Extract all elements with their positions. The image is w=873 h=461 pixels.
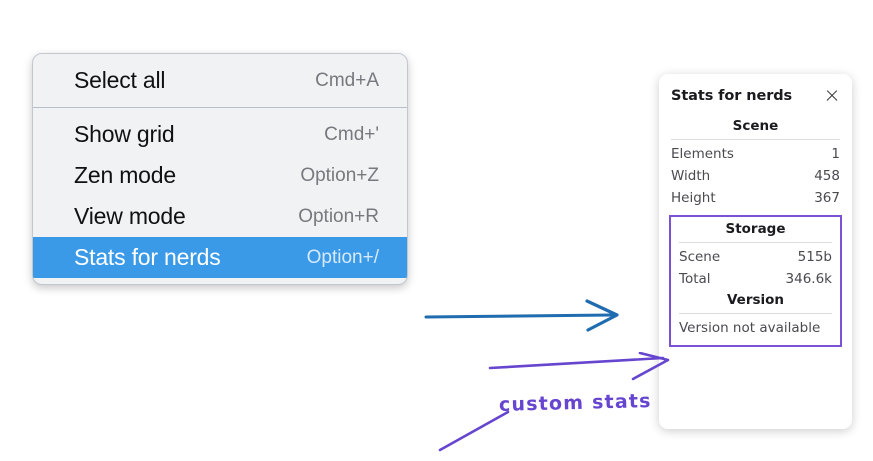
- version-heading: Version: [726, 292, 785, 308]
- stat-key: Elements: [671, 146, 734, 162]
- stat-key: Width: [671, 168, 711, 184]
- stat-value: 1: [831, 146, 840, 162]
- menu-item-view-mode[interactable]: View mode Option+R: [33, 196, 407, 237]
- menu-item-label: Select all: [74, 67, 166, 93]
- stat-row-height: Height 367: [669, 187, 842, 209]
- menu-section-2: Show grid Cmd+' Zen mode Option+Z View m…: [33, 108, 407, 284]
- handwritten-label-custom-stats: custom stats: [498, 390, 652, 416]
- stat-value: 346.6k: [785, 271, 832, 287]
- divider: [679, 313, 832, 314]
- custom-stats-outlined-group: Storage Scene 515b Total 346.6k Version …: [669, 215, 842, 347]
- menu-item-shortcut: Cmd+': [324, 123, 379, 145]
- menu-item-show-grid[interactable]: Show grid Cmd+': [33, 114, 407, 155]
- menu-item-select-all[interactable]: Select all Cmd+A: [33, 60, 407, 101]
- panel-title: Stats for nerds: [671, 88, 793, 104]
- scene-heading: Scene: [732, 118, 779, 134]
- menu-item-zen-mode[interactable]: Zen mode Option+Z: [33, 155, 407, 196]
- menu-item-shortcut: Option+Z: [300, 164, 379, 186]
- divider: [679, 242, 832, 243]
- stats-for-nerds-panel[interactable]: Stats for nerds Scene Elements 1 Width 4…: [659, 74, 852, 429]
- stat-key: Height: [671, 190, 716, 206]
- menu-item-label: Stats for nerds: [74, 244, 221, 270]
- stat-value: 367: [814, 190, 840, 206]
- menu-section-1: Select all Cmd+A: [33, 54, 407, 108]
- stat-row-width: Width 458: [669, 165, 842, 187]
- menu-item-shortcut: Option+R: [298, 205, 379, 227]
- menu-item-label: Zen mode: [74, 162, 176, 188]
- version-text: Version not available: [679, 320, 821, 336]
- scene-section: Scene Elements 1 Width 458 Height 367: [669, 116, 842, 209]
- menu-item-stats-for-nerds[interactable]: Stats for nerds Option+/: [33, 237, 407, 278]
- stat-key: Total: [679, 271, 711, 287]
- context-menu[interactable]: Select all Cmd+A Show grid Cmd+' Zen mod…: [32, 53, 408, 285]
- stat-row-elements: Elements 1: [669, 143, 842, 165]
- storage-section: Storage Scene 515b Total 346.6k: [677, 219, 834, 290]
- close-icon[interactable]: [824, 88, 840, 104]
- menu-item-shortcut: Option+/: [306, 246, 379, 268]
- menu-item-label: Show grid: [74, 121, 175, 147]
- stat-value: 515b: [797, 249, 832, 265]
- divider: [671, 139, 840, 140]
- panel-header: Stats for nerds: [669, 84, 842, 104]
- stat-key: Scene: [679, 249, 721, 265]
- stat-row-storage-total: Total 346.6k: [677, 268, 834, 290]
- stat-row-storage-scene: Scene 515b: [677, 246, 834, 268]
- blue-arrow-annotation: [424, 299, 619, 332]
- purple-arrow-annotation: [438, 352, 670, 452]
- menu-item-shortcut: Cmd+A: [315, 69, 379, 91]
- version-section: Version Version not available: [677, 290, 834, 339]
- stat-value: 458: [814, 168, 840, 184]
- menu-item-label: View mode: [74, 203, 186, 229]
- storage-heading: Storage: [725, 221, 786, 237]
